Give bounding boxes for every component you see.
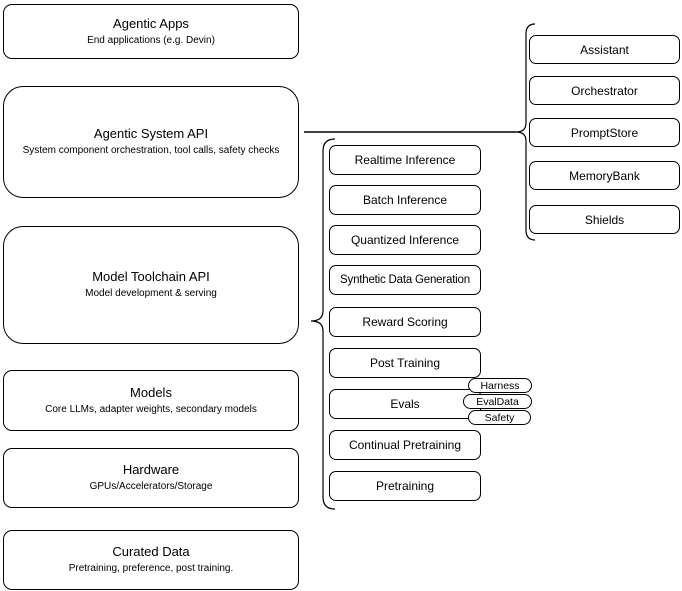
layer-subtitle: Core LLMs, adapter weights, secondary mo… xyxy=(45,403,257,415)
layer-box-agentic-apps: Agentic Apps End applications (e.g. Devi… xyxy=(3,4,299,59)
component-box-memorybank: MemoryBank xyxy=(529,161,680,190)
layer-title: Model Toolchain API xyxy=(92,269,210,284)
layer-subtitle: Model development & serving xyxy=(85,288,217,299)
layer-subtitle: End applications (e.g. Devin) xyxy=(87,34,215,46)
layer-box-curated-data: Curated Data Pretraining, preference, po… xyxy=(3,530,299,590)
toolchain-box-synthetic-data-generation: Synthetic Data Generation xyxy=(329,265,481,295)
layer-subtitle: Pretraining, preference, post training. xyxy=(68,563,234,574)
layer-subtitle: GPUs/Accelerators/Storage xyxy=(89,481,213,492)
layer-title: Hardware xyxy=(122,462,180,477)
component-box-promptstore: PromptStore xyxy=(529,118,680,147)
layer-box-model-toolchain-api: Model Toolchain API Model development & … xyxy=(3,226,299,344)
layer-title: Models xyxy=(130,384,172,400)
toolchain-box-pretraining: Pretraining xyxy=(329,471,481,501)
component-box-assistant: Assistant xyxy=(529,35,680,64)
evals-tag-harness: Harness xyxy=(468,378,532,393)
toolchain-box-batch-inference: Batch Inference xyxy=(329,185,481,215)
evals-tag-safety: Safety xyxy=(468,410,531,425)
toolchain-box-reward-scoring: Reward Scoring xyxy=(329,307,481,337)
layer-title: Agentic Apps xyxy=(113,15,189,31)
layer-box-models: Models Core LLMs, adapter weights, secon… xyxy=(3,370,299,431)
layer-title: Curated Data xyxy=(112,544,190,559)
component-box-shields: Shields xyxy=(529,205,680,234)
toolchain-box-continual-pretraining: Continual Pretraining xyxy=(329,430,481,460)
toolchain-box-post-training: Post Training xyxy=(329,348,481,378)
toolchain-box-evals: Evals xyxy=(329,389,481,419)
layer-subtitle: System component orchestration, tool cal… xyxy=(22,145,280,156)
evals-tag-evaldata: EvalData xyxy=(463,394,532,409)
layer-box-agentic-system-api: Agentic System API System component orch… xyxy=(3,86,299,198)
toolchain-box-realtime-inference: Realtime Inference xyxy=(329,145,481,175)
layer-box-hardware: Hardware GPUs/Accelerators/Storage xyxy=(3,448,299,508)
toolchain-box-quantized-inference: Quantized Inference xyxy=(329,225,481,255)
component-box-orchestrator: Orchestrator xyxy=(529,76,680,105)
layer-title: Agentic System API xyxy=(93,126,209,141)
